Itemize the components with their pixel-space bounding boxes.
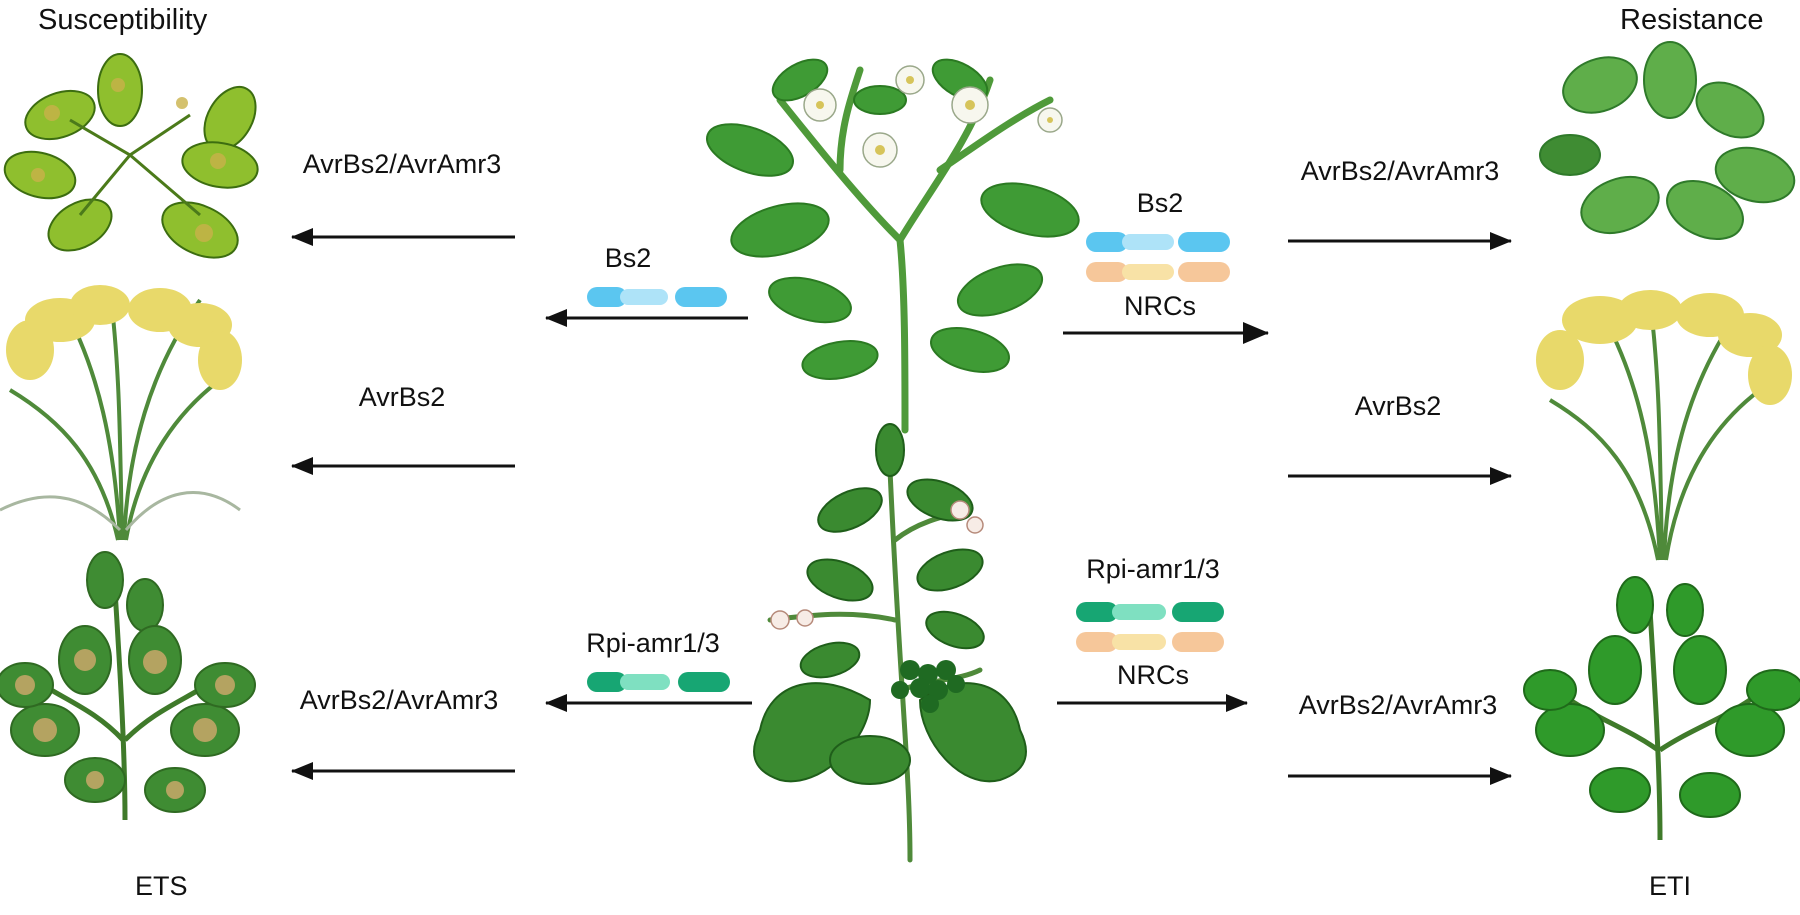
label-right-bs2: Bs2 bbox=[1136, 188, 1184, 218]
label-left-avr-3: AvrBs2/AvrAmr3 bbox=[299, 685, 499, 715]
label-right-nrc-2: NRCs bbox=[1117, 660, 1189, 690]
header-resistance: Resistance bbox=[1620, 4, 1764, 36]
label-left-rpi: Rpi-amr1/3 bbox=[586, 628, 720, 658]
label-left-bs2: Bs2 bbox=[604, 243, 652, 273]
label-left-avr-1: AvrBs2/AvrAmr3 bbox=[302, 149, 502, 179]
gene-block-left-bs2 bbox=[587, 287, 727, 307]
arabidopsis-icon bbox=[1539, 41, 1796, 241]
gene-block-left-rpi bbox=[587, 672, 730, 692]
footer-ets: ETS bbox=[135, 871, 188, 901]
label-right-avr-1: AvrBs2/AvrAmr3 bbox=[1300, 156, 1500, 186]
arrows bbox=[291, 228, 1512, 785]
soybean-plant-icon bbox=[0, 551, 256, 821]
gene-block-right-nrc2 bbox=[1076, 632, 1224, 652]
header-susceptibility: Susceptibility bbox=[38, 4, 208, 36]
arabidopsis-icon bbox=[3, 53, 259, 259]
rice-plant-icon bbox=[0, 285, 242, 541]
nightshade-plant-icon bbox=[753, 423, 1027, 863]
label-right-avr-3: AvrBs2/AvrAmr3 bbox=[1298, 690, 1498, 720]
rice-plant-icon bbox=[1536, 290, 1792, 561]
label-left-avr-2: AvrBs2 bbox=[358, 382, 446, 412]
gene-block-right-nrc1 bbox=[1086, 262, 1230, 282]
gene-block-right-rpi bbox=[1076, 602, 1224, 622]
gene-block-right-bs2 bbox=[1086, 232, 1230, 252]
label-right-nrc-1: NRCs bbox=[1124, 291, 1196, 321]
label-right-rpi: Rpi-amr1/3 bbox=[1086, 554, 1220, 584]
soybean-plant-icon bbox=[1523, 576, 1800, 841]
footer-eti: ETI bbox=[1649, 871, 1692, 901]
pepper-plant-icon bbox=[706, 58, 1080, 434]
label-right-avr-2: AvrBs2 bbox=[1354, 391, 1442, 421]
